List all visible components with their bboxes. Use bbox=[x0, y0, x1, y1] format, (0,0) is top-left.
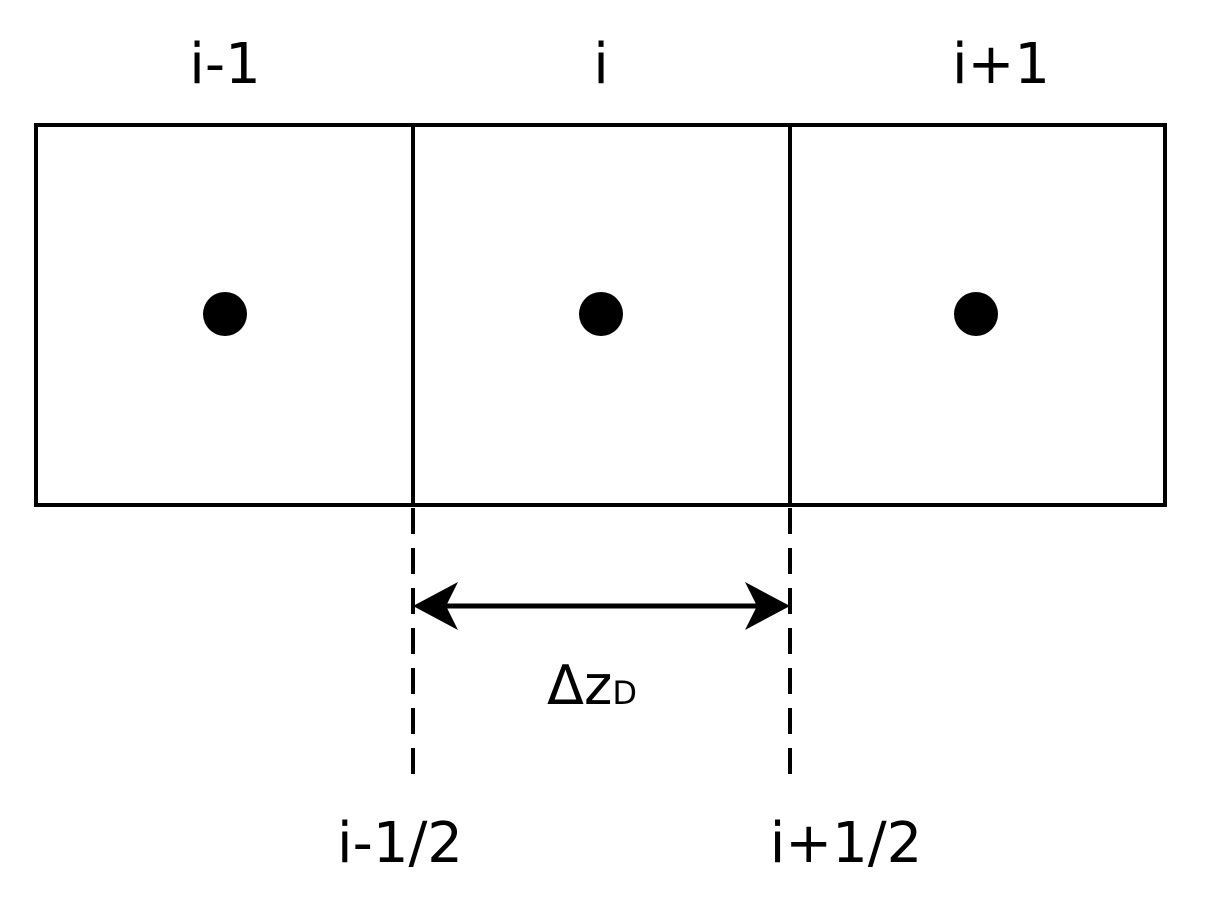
node-center bbox=[579, 292, 623, 336]
spacing-symbol: z bbox=[584, 654, 612, 717]
arrow-head-right-icon bbox=[745, 582, 790, 630]
cell-right bbox=[788, 123, 1167, 507]
cell-label-center: i bbox=[593, 32, 609, 97]
spacing-delta: Δ bbox=[547, 654, 584, 717]
spacing-label: ΔzD bbox=[547, 654, 637, 717]
node-left bbox=[203, 292, 247, 336]
face-label-right: i+1/2 bbox=[770, 811, 923, 876]
spacing-subscript: D bbox=[612, 674, 637, 712]
node-right bbox=[954, 292, 998, 336]
face-label-left: i-1/2 bbox=[337, 811, 463, 876]
cell-label-right: i+1 bbox=[952, 32, 1050, 97]
cell-label-left: i-1 bbox=[189, 32, 260, 97]
arrow-head-left-icon bbox=[413, 582, 458, 630]
